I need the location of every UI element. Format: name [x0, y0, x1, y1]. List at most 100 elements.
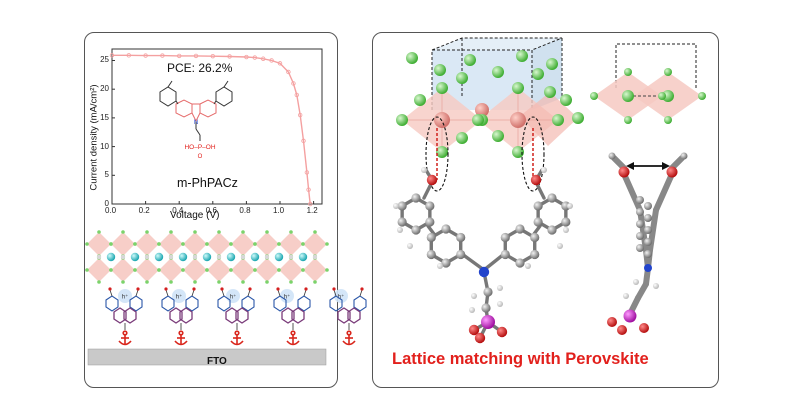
motif-halide-atom — [624, 116, 632, 124]
octahedron — [207, 258, 231, 282]
side-carbon-atom — [644, 214, 652, 222]
halide-atom — [532, 68, 544, 80]
unit-cell-front-face — [432, 50, 532, 110]
fto-substrate — [87, 348, 327, 366]
halide-atom — [193, 280, 197, 284]
halide-atom — [265, 280, 269, 284]
halide-atom — [472, 114, 484, 126]
y-tick-label: 0 — [104, 199, 109, 208]
a-site-cation — [202, 252, 212, 262]
halide-atom — [313, 280, 317, 284]
halide-atom — [516, 50, 528, 62]
motif-halide-atom — [664, 116, 672, 124]
jv-data-point — [252, 55, 257, 60]
jv-data-point — [261, 56, 266, 61]
y-tick-label: 5 — [104, 170, 109, 180]
side-phosphonate-oxygen — [617, 325, 627, 335]
carbon-atom — [500, 232, 510, 243]
a-site-cation — [298, 252, 308, 262]
halide-atom — [289, 280, 293, 284]
octahedron — [255, 258, 279, 282]
motif-lead-atom — [622, 90, 634, 102]
hydrogen-atom — [469, 307, 475, 313]
side-phosphonate-oxygen — [639, 323, 649, 333]
carbon-atom — [500, 249, 510, 260]
ball-and-stick-molecule — [393, 167, 573, 344]
a-site-cation — [178, 252, 188, 262]
side-phosphorus-atom — [623, 309, 637, 323]
carbazole-ring-left — [175, 99, 193, 118]
left-highlight-ellipse — [425, 116, 449, 192]
carbon-atom — [483, 287, 493, 297]
interstitial-atom — [168, 254, 174, 260]
side-carbon-atom — [644, 202, 652, 210]
halide-atom — [414, 94, 426, 106]
interstitial-atom — [96, 254, 102, 260]
a-site-cation — [250, 252, 260, 262]
halide-atom — [169, 230, 173, 234]
y-tick-label: 15 — [100, 112, 109, 122]
halide-atom — [85, 242, 89, 246]
sam-molecule — [217, 287, 255, 330]
halide-atom — [133, 242, 137, 246]
hydrogen-atom — [567, 203, 573, 209]
caption: Lattice matching with Perovskite — [392, 350, 649, 368]
halide-atom — [301, 268, 305, 272]
oxygen-atom — [530, 174, 542, 186]
halide-atom — [97, 230, 101, 234]
a-site-cation — [154, 252, 164, 262]
x-tick-label: 0.8 — [239, 206, 251, 215]
halide-atom — [434, 64, 446, 76]
octahedron — [183, 232, 207, 256]
carbon-atom — [561, 217, 571, 227]
left-phenyl-ring — [159, 86, 177, 107]
lattice-3d-view — [393, 37, 584, 344]
halide-atom — [85, 268, 89, 272]
interstitial-atom — [240, 254, 246, 260]
carbon-atom — [547, 225, 557, 235]
jv-data-point — [291, 81, 296, 86]
jv-data-point — [193, 53, 199, 59]
motif-halide-atom — [590, 92, 598, 100]
carbon-atom — [533, 201, 543, 211]
side-carbon-atom — [644, 226, 652, 234]
side-nitrogen-atom — [644, 264, 652, 272]
interstitial-atom — [216, 254, 222, 260]
x-tick-label: 0.4 — [172, 206, 184, 215]
side-carbon-atom — [644, 238, 652, 246]
hydrogen-atom — [407, 243, 413, 249]
halide-atom — [546, 58, 558, 70]
sam-molecule — [273, 287, 311, 330]
anchor-icon — [230, 330, 244, 346]
halide-atom — [456, 132, 468, 144]
octahedron — [207, 232, 231, 256]
hole-bubble — [118, 289, 132, 303]
halide-atom — [109, 242, 113, 246]
halide-atom — [436, 146, 448, 158]
interstitial-atom — [120, 254, 126, 260]
halide-atom — [181, 268, 185, 272]
side-view-molecule — [607, 152, 688, 335]
side-hydrogen-atom — [653, 283, 659, 289]
halide-atom — [145, 280, 149, 284]
hydrogen-atom — [421, 167, 427, 173]
molecule-structure-2d — [159, 80, 233, 141]
side-methyl-atom — [680, 152, 688, 160]
halide-atom — [217, 280, 221, 284]
halide-atom — [492, 130, 504, 142]
sam-molecule-layer — [105, 287, 367, 346]
nitrogen-atom-label: N — [194, 120, 198, 126]
jv-data-point — [297, 112, 303, 118]
jv-data-point — [210, 53, 215, 59]
halide-atoms-3d — [396, 50, 584, 158]
motif-halide-atom — [698, 92, 706, 100]
carbon-atom — [456, 249, 466, 260]
perovskite-octahedra-layer: h⁺h⁺h⁺h⁺h⁺ — [85, 230, 348, 303]
side-carbon-atom — [636, 208, 644, 216]
hydrogen-atom — [557, 243, 563, 249]
motif-halide-atom — [664, 68, 672, 76]
carbon-atom — [411, 193, 421, 203]
y-tick-label: 10 — [100, 141, 109, 151]
side-carbon-atom — [636, 220, 644, 228]
jv-data-point — [227, 54, 232, 59]
